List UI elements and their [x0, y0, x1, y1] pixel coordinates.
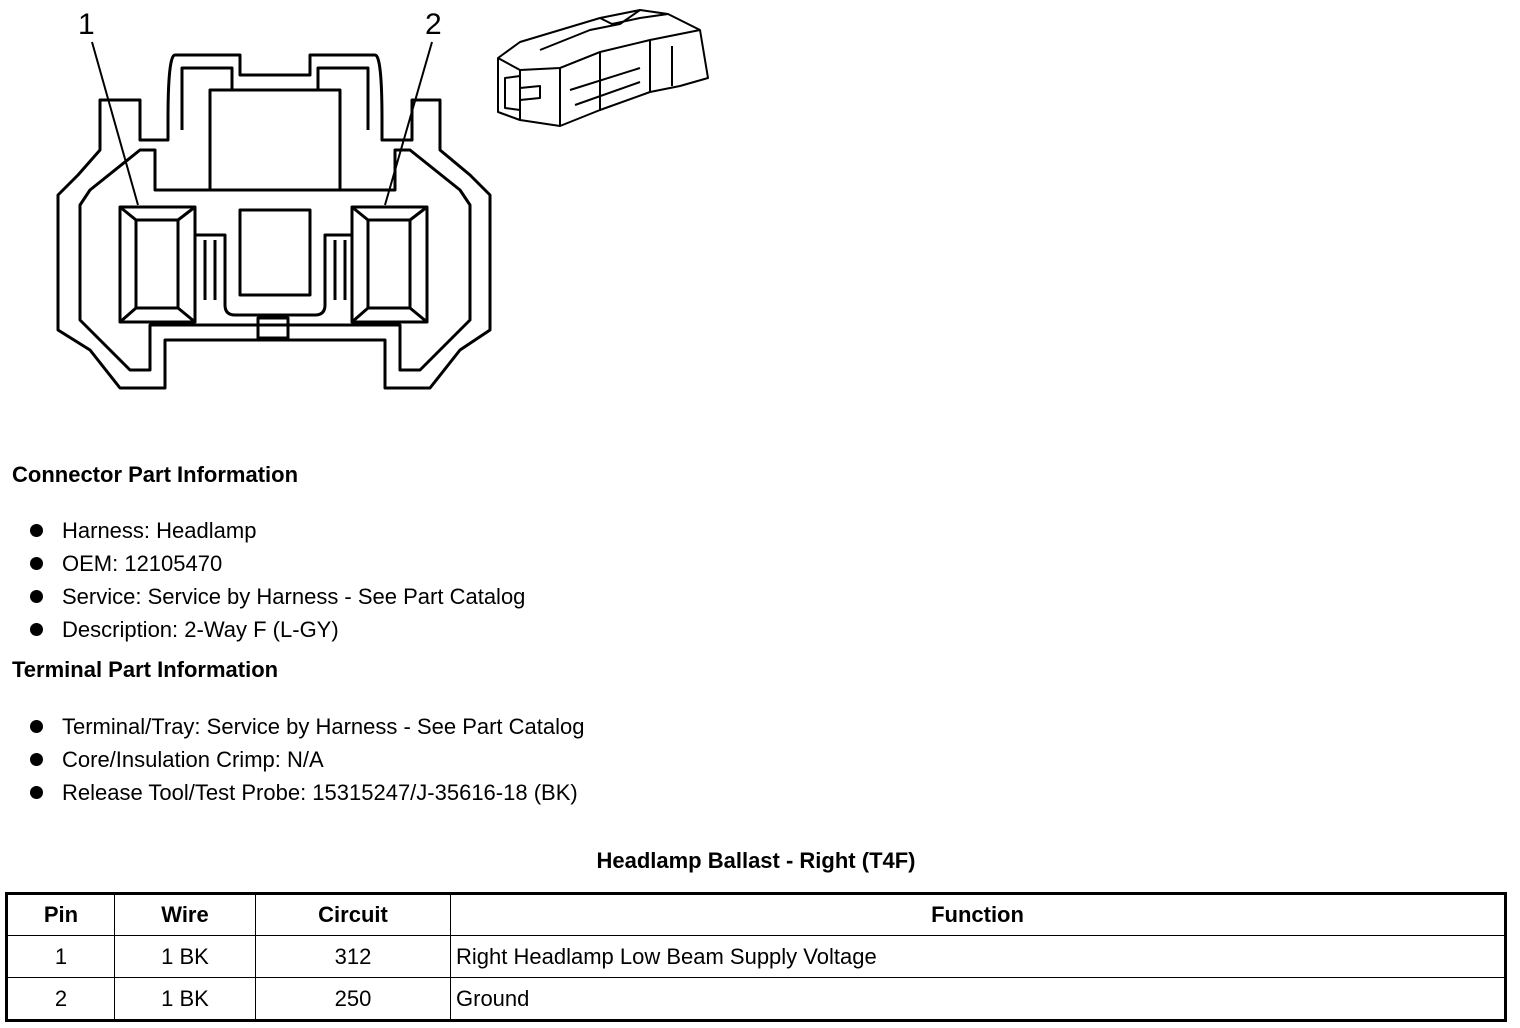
bullet-icon: [30, 786, 43, 799]
list-item: Service: Service by Harness - See Part C…: [30, 580, 525, 613]
bullet-icon: [30, 623, 43, 636]
housing-inner: [78, 148, 472, 372]
list-item: Description: 2-Way F (L-GY): [30, 613, 525, 646]
center-key: [195, 233, 352, 317]
pinout-table: Pin Wire Circuit Function 1 1 BK 312 Rig…: [5, 892, 1507, 1022]
table-title: Headlamp Ballast - Right (T4F): [596, 848, 916, 873]
housing-outline: [56, 53, 492, 390]
connector-info-title: Connector Part Information: [12, 462, 299, 487]
cell-function: Ground: [450, 977, 1506, 1021]
terminal-info-title: Terminal Part Information: [12, 657, 279, 682]
latch-outline: [180, 66, 370, 190]
terminal-info-list: Terminal/Tray: Service by Harness - See …: [30, 710, 585, 809]
column-header-circuit: Circuit: [255, 893, 451, 936]
cell-circuit: 250: [255, 977, 451, 1021]
cell-pin: 2: [6, 977, 115, 1021]
table-header-row: Pin Wire Circuit Function: [6, 893, 1506, 936]
table-row: 1 1 BK 312 Right Headlamp Low Beam Suppl…: [6, 935, 1506, 978]
list-item: Core/Insulation Crimp: N/A: [30, 743, 585, 776]
column-header-wire: Wire: [114, 893, 256, 936]
pin-2-leader: [384, 41, 433, 206]
cell-wire: 1 BK: [114, 935, 256, 978]
bullet-icon: [30, 720, 43, 733]
bullet-icon: [30, 557, 43, 570]
cell-pin: 1: [6, 935, 115, 978]
bullet-icon: [30, 590, 43, 603]
list-item: OEM: 12105470: [30, 547, 525, 580]
bullet-icon: [30, 753, 43, 766]
cell-wire: 1 BK: [114, 977, 256, 1021]
connector-isometric-diagram: [497, 9, 709, 127]
column-header-function: Function: [450, 893, 1506, 936]
pin-cavity-2: [350, 205, 429, 324]
list-item: Release Tool/Test Probe: 15315247/J-3561…: [30, 776, 585, 809]
list-item: Harness: Headlamp: [30, 514, 525, 547]
cell-function: Right Headlamp Low Beam Supply Voltage: [450, 935, 1506, 978]
column-header-pin: Pin: [6, 893, 115, 936]
bullet-icon: [30, 524, 43, 537]
pin-1-leader: [91, 41, 139, 206]
pin-2-label: 2: [425, 8, 442, 41]
list-item: Terminal/Tray: Service by Harness - See …: [30, 710, 585, 743]
pin-cavity-1: [118, 205, 197, 324]
table-row: 2 1 BK 250 Ground: [6, 977, 1506, 1021]
iso-body: [497, 9, 709, 127]
pin-1-label: 1: [78, 8, 95, 41]
connector-face-diagram: 1 2: [56, 8, 492, 390]
cell-circuit: 312: [255, 935, 451, 978]
connector-info-list: Harness: Headlamp OEM: 12105470 Service:…: [30, 514, 525, 646]
